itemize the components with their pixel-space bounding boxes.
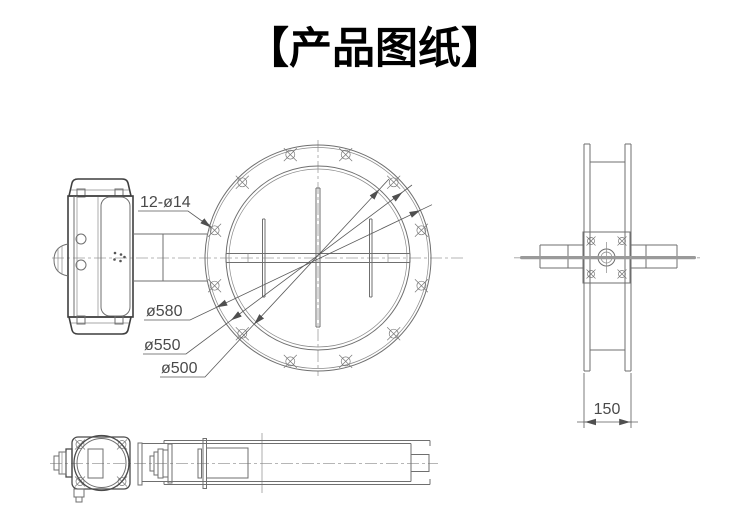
dimension-bolt-circle: ø550 xyxy=(143,184,413,355)
bolt-hole xyxy=(586,269,596,279)
disc-right-rib xyxy=(369,218,373,298)
actuator-top-view xyxy=(53,434,131,503)
bolt-hole xyxy=(235,175,250,190)
dimension-flange-od: ø580 xyxy=(144,204,433,321)
handwheel-knob xyxy=(53,243,69,277)
gland-flange-bar xyxy=(197,448,202,479)
bolt-hole xyxy=(283,147,298,162)
bolt-hole xyxy=(617,236,627,246)
actuator-bottom-cover xyxy=(67,316,133,335)
bolt-hole xyxy=(586,236,596,246)
bolt-hole xyxy=(338,354,353,369)
motor-end-cap xyxy=(53,448,73,478)
shaft-rod xyxy=(520,256,696,260)
cable-gland xyxy=(73,488,85,503)
bolt-hole xyxy=(414,278,429,293)
packing-gland xyxy=(149,443,173,484)
face-width-label: 150 xyxy=(594,401,621,418)
actuator-top-cover xyxy=(67,178,133,197)
flange-outer-circle xyxy=(204,144,432,372)
bolt-circle-label: ø550 xyxy=(144,337,181,354)
bolt-hole xyxy=(386,326,401,341)
bolt-hole xyxy=(74,439,86,450)
actuator-window xyxy=(87,448,104,479)
actuator-top-latch xyxy=(76,188,86,198)
valve-bottom-view xyxy=(53,434,431,503)
valve-body-top-view xyxy=(137,438,431,489)
disc-shaft-band xyxy=(225,253,411,263)
actuator-housing-circle xyxy=(73,434,130,492)
bolt-hole xyxy=(414,223,429,238)
dimension-bore: ø500 xyxy=(160,178,390,378)
seat-circle xyxy=(228,168,408,348)
body-block xyxy=(206,447,249,479)
actuator-bottom-latch xyxy=(76,315,86,325)
shaft-center-dots xyxy=(113,251,126,263)
bolt-hole xyxy=(74,476,86,487)
actuator-button xyxy=(75,259,87,271)
bolt-hole xyxy=(207,278,222,293)
bolt-hole xyxy=(283,354,298,369)
actuator-mounting-neck xyxy=(133,233,207,282)
flange-od-label: ø580 xyxy=(146,303,183,320)
shaft-end-cap xyxy=(410,454,430,472)
valve-side-view: 150 xyxy=(520,143,696,428)
neck-plate xyxy=(137,442,143,486)
bolt-hole xyxy=(207,223,222,238)
actuator-side-view xyxy=(53,178,207,335)
product-drawing-title: 【产品图纸】 xyxy=(246,25,504,73)
bolt-hole xyxy=(338,147,353,162)
flange-face-circle xyxy=(207,147,429,369)
bolt-holes xyxy=(207,147,429,369)
bore-label: ø500 xyxy=(161,360,198,377)
body-rails xyxy=(142,440,431,485)
actuator-bottom-latch xyxy=(114,315,124,325)
bolt-holes-label: 12-ø14 xyxy=(140,194,191,211)
actuator-button xyxy=(75,233,87,245)
dimension-bolt-holes: 12-ø14 xyxy=(138,194,212,228)
dimension-face-width: 150 xyxy=(577,373,638,428)
bolt-hole xyxy=(386,175,401,190)
plate-bolts xyxy=(586,236,627,279)
bolt-hole xyxy=(617,269,627,279)
bolt-hole xyxy=(235,326,250,341)
valve-front-view: 12-ø14 ø580 ø550 ø500 xyxy=(138,144,433,378)
